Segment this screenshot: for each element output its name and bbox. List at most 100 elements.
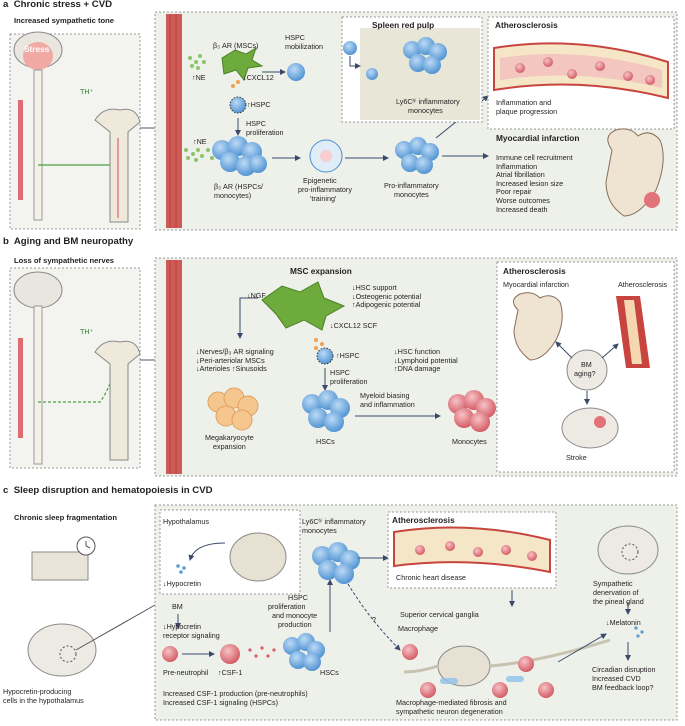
macrophage-label: Macrophage <box>398 624 438 633</box>
hsc-func-item: ↓HSC function <box>394 347 440 356</box>
panel-a-title: a Chronic stress + CVD <box>3 0 113 10</box>
ngf-label: ↓NGF <box>247 291 266 300</box>
panel-c-letter: c <box>3 485 9 496</box>
hypothalamus-label: Hypothalamus <box>163 517 209 526</box>
hspc-prol-1: HSPC <box>246 119 266 128</box>
th-label-a: TH⁺ <box>80 87 94 96</box>
monocytes-b-label: Monocytes <box>452 437 487 446</box>
question-mark: ? <box>372 615 376 624</box>
mi-a-item: Increased death <box>496 204 548 214</box>
circ-1: Circadian disruption <box>592 665 656 674</box>
panel-c-title-text: Sleep disruption and hematopoiesis in CV… <box>13 485 213 496</box>
athero-a-d1: Inflammation and <box>496 98 552 107</box>
recept-1: ↓Hypocretin <box>163 622 201 631</box>
msc-expansion-label: MSC expansion <box>290 266 352 276</box>
hspc-up-label: ↑HSPC <box>247 100 271 109</box>
epi-3: 'training' <box>310 194 337 203</box>
panel-c-subtitle: Chronic sleep fragmentation <box>14 513 117 522</box>
bm-aging-2: aging? <box>574 369 596 378</box>
preneut-label: Pre-neutrophil <box>163 668 209 677</box>
mi-a-item: Worse outcomes <box>496 195 550 205</box>
msc-item: ↑Adipogenic potential <box>352 300 421 310</box>
hsc-func-item: ↑DNA damage <box>394 364 441 374</box>
msc-item: ↓HSC support <box>352 283 397 292</box>
panel-c-graphics <box>27 504 678 721</box>
hscs-c-label: HSCs <box>320 668 339 677</box>
ly6c-a-1: Ly6Cʰⁱ inflammatory <box>396 97 460 106</box>
ne-top-label: ↑NE <box>192 73 206 82</box>
mi-a-title: Myocardial infarction <box>496 133 580 143</box>
mi-a-list: Immune cell recruitment Inflammation Atr… <box>496 153 573 214</box>
panel-c-title: c Sleep disruption and hematopoiesis in … <box>3 485 213 496</box>
epi-2: pro-inflammatory <box>298 185 352 194</box>
hypocretin-cells-2: cells in the hypothalamus <box>3 696 84 705</box>
athero-b-label: Atherosclerosis <box>618 280 668 289</box>
csf-prod-1: Increased CSF-1 production (pre-neutroph… <box>163 689 308 698</box>
left-signal-item: ↓Arterioles ↑Sinusoids <box>196 364 267 374</box>
left-signal-item: ↓Nerves/β₃ AR signaling <box>196 347 274 356</box>
panel-a-title-text: Chronic stress + CVD <box>13 0 113 10</box>
chd-label: Chronic heart disease <box>396 573 466 582</box>
b3-hspc-1: β₃ AR (HSPCs/ <box>214 182 263 191</box>
left-signal-list: ↓Nerves/β₃ AR signaling ↓Peri-arteriolar… <box>196 347 274 374</box>
mi-a-item: Inflammation <box>496 161 538 171</box>
mi-a-item: Atrial fibrillation <box>496 170 545 180</box>
cxcl-scf-label: ↓CXCL12 SCF <box>330 321 378 330</box>
circ-3: BM feedback loop? <box>592 683 654 692</box>
csf-prod-2: Increased CSF-1 signaling (HSPCs) <box>163 698 279 707</box>
ly6c-c-1: Ly6Cʰⁱ inflammatory <box>302 517 366 526</box>
panel-a-letter: a <box>3 0 9 10</box>
symp-2: denervation of <box>593 588 639 597</box>
mega-2: expansion <box>213 442 246 451</box>
athero-a-title: Atherosclerosis <box>495 20 558 30</box>
panel-b-subtitle: Loss of sympathetic nerves <box>14 256 115 265</box>
myeloid-2: and inflammation <box>360 400 415 409</box>
b3-msc-label: β₃ AR (MSCs) <box>213 41 259 50</box>
prol-c-2: proliferation <box>268 602 306 611</box>
ly6c-c-2: monocytes <box>302 526 337 535</box>
hsc-func-list: ↓HSC function ↓Lymphoid potential ↑DNA d… <box>394 347 458 374</box>
hypocretin-cells-1: Hypocretin-producing <box>3 687 72 696</box>
th-label-b: TH⁺ <box>80 327 94 336</box>
mi-b-label: Myocardial infarction <box>503 280 569 289</box>
hspc-mob-2: mobilization <box>285 42 323 51</box>
stroke-label: Stroke <box>566 453 587 462</box>
mi-a-item: Increased lesion size <box>496 178 564 188</box>
ne-mid-label: ↑NE <box>193 137 207 146</box>
bm-c-label: BM <box>172 602 183 611</box>
hspc-prol-2: proliferation <box>246 128 284 137</box>
melatonin-label: ↓Melatonin <box>606 618 641 627</box>
stress-label: Stress <box>24 44 50 54</box>
proinf-2: monocytes <box>394 190 429 199</box>
mi-a-item: Poor repair <box>496 187 532 197</box>
mi-a-item: Immune cell recruitment <box>496 153 573 162</box>
b3-hspc-2: monocytes) <box>214 191 252 200</box>
prol-c-1: HSPC <box>288 593 308 602</box>
mega-1: Megakaryocyte <box>205 433 254 442</box>
myeloid-1: Myeloid biasing <box>360 391 410 400</box>
hscs-b-label: HSCs <box>316 437 335 446</box>
panel-a-subtitle: Increased sympathetic tone <box>14 16 115 25</box>
hypocretin-label: ↓Hypocretin <box>163 579 201 588</box>
hspc-b-label: ↑HSPC <box>336 351 360 360</box>
msc-item: ↓Osteogenic potential <box>352 291 422 301</box>
hspc-mob-1: HSPC <box>285 33 305 42</box>
fib-2: sympathetic neuron degeneration <box>396 707 503 716</box>
panel-b-letter: b <box>3 236 9 247</box>
msc-list: ↓HSC support ↓Osteogenic potential ↑Adip… <box>352 283 422 310</box>
prol-b-1: HSPC <box>330 368 350 377</box>
athero-c-title: Atherosclerosis <box>392 515 455 525</box>
scg-label: Superior cervical ganglia <box>400 610 479 619</box>
panel-b-title: b Aging and BM neuropathy <box>3 236 134 247</box>
spleen-label: Spleen red pulp <box>372 20 435 30</box>
panel-b-title-text: Aging and BM neuropathy <box>13 236 134 247</box>
fib-1: Macrophage-mediated fibrosis and <box>396 698 507 707</box>
left-signal-item: ↓Peri-arteriolar MSCs <box>196 355 265 365</box>
symp-3: the pineal gland <box>593 597 644 606</box>
athero-b-title: Atherosclerosis <box>503 266 566 276</box>
athero-a-d2: plaque progression <box>496 107 558 116</box>
proinf-1: Pro-inflammatory <box>384 181 439 190</box>
bm-aging-1: BM <box>581 360 592 369</box>
prol-c-4: production <box>278 620 312 629</box>
prol-b-2: proliferation <box>330 377 368 386</box>
